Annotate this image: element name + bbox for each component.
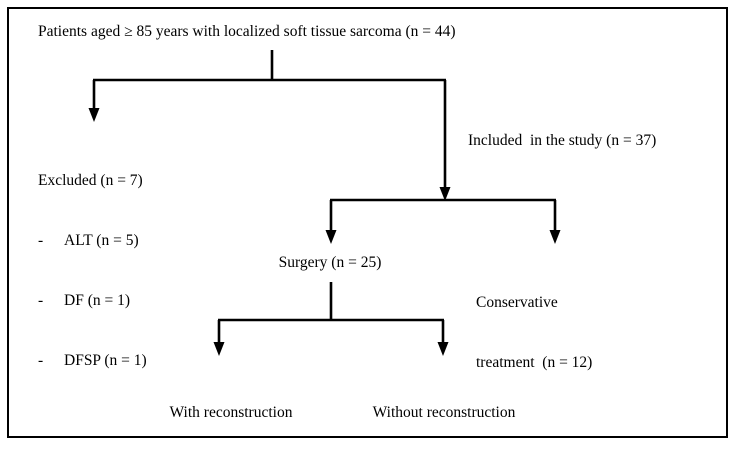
bullet-dash-icon: -: [38, 292, 44, 309]
node-with-reconstruction-line1: With reconstruction: [169, 404, 293, 421]
node-conservative-line1: Conservative: [476, 294, 558, 311]
node-with-reconstruction: With reconstruction of soft tissue (n = …: [140, 363, 322, 449]
node-excluded-item-label: ALT (n = 5): [64, 232, 139, 249]
node-excluded-item-label: DFSP (n = 1): [64, 352, 147, 369]
node-included-in-study: Included in the study (n = 37): [468, 132, 657, 149]
node-excluded: Excluded (n = 7) - ALT (n = 5) - DF (n = 1…: [38, 131, 147, 411]
node-excluded-item: - DF (n = 1): [38, 291, 147, 311]
node-excluded-item: - ALT (n = 5): [38, 231, 147, 251]
node-excluded-item: - DFSP (n = 1): [38, 351, 147, 371]
node-without-reconstruction-line1: Without reconstruction: [372, 404, 516, 421]
bullet-dash-icon: -: [38, 352, 44, 369]
node-excluded-heading: Excluded (n = 7): [38, 172, 143, 189]
bullet-dash-icon: -: [38, 232, 44, 249]
node-conservative-treatment: Conservative treatment (n = 12): [476, 253, 636, 413]
node-without-reconstruction: Without reconstruction of soft tissue (n…: [348, 363, 540, 449]
node-conservative-line2: treatment (n = 12): [476, 354, 593, 371]
node-root-patients: Patients aged ≥ 85 years with localized …: [38, 23, 456, 40]
node-surgery: Surgery (n = 25): [278, 254, 382, 271]
node-excluded-item-label: DF (n = 1): [64, 292, 131, 309]
